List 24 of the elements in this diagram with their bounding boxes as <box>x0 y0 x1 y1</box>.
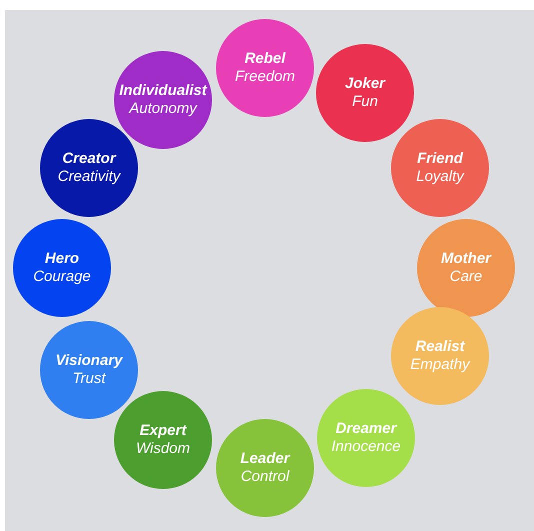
archetype-value: Loyalty <box>416 168 464 186</box>
archetype-value: Courage <box>33 268 91 286</box>
archetype-value: Innocence <box>331 438 401 456</box>
archetype-value: Fun <box>352 93 378 111</box>
archetype-value: Wisdom <box>136 440 190 458</box>
archetype-name: Rebel <box>244 50 286 68</box>
archetype-value: Control <box>240 468 290 486</box>
archetype-name: Hero <box>44 250 80 268</box>
archetype-name: Expert <box>140 422 186 440</box>
archetype-name: Friend <box>417 150 463 168</box>
archetype-value: Freedom <box>234 68 296 86</box>
archetype-value: Empathy <box>410 356 470 374</box>
archetype-value: Creativity <box>58 168 120 186</box>
archetype-name: Creator <box>62 150 116 168</box>
archetype-name: Dreamer <box>336 420 396 438</box>
archetype-name: Mother <box>441 250 491 268</box>
archetype-name: Joker <box>344 75 386 93</box>
archetype-name: Leader <box>240 450 290 468</box>
archetype-value: Trust <box>72 370 106 388</box>
archetype-name: Visionary <box>56 352 122 370</box>
archetype-name: Realist <box>415 338 465 356</box>
archetype-value: Care <box>450 268 482 286</box>
archetype-name: Individualist <box>119 82 207 100</box>
archetype-value: Autonomy <box>129 100 197 118</box>
